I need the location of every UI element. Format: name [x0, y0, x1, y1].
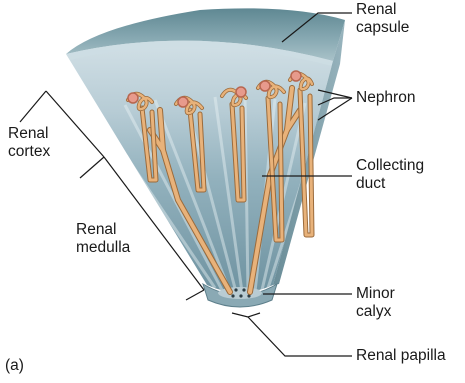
renal-cortex-bracket-inner: [80, 157, 104, 178]
renal-cortex-bracket-end: [20, 91, 46, 122]
renal-papilla-leader: [248, 317, 352, 356]
renal-capsule-label-line2: capsule: [356, 19, 409, 37]
collecting-duct-label: Collecting duct: [356, 157, 424, 193]
renal-capsule-label-line1: Renal: [356, 1, 409, 19]
collecting-duct-label-line1: Collecting: [356, 157, 424, 175]
renal-papilla-label: Renal papilla: [356, 347, 446, 365]
minor-calyx-label: Minor calyx: [356, 285, 395, 321]
nephron-label: Nephron: [356, 89, 415, 107]
renal-capsule-label: Renal capsule: [356, 1, 409, 37]
renal-cortex-label-line2: cortex: [8, 143, 50, 161]
renal-medulla-label-line2: medulla: [76, 239, 130, 257]
renal-papilla-bracket: [232, 313, 260, 317]
renal-medulla-bracket-end: [186, 290, 204, 300]
minor-calyx-label-line1: Minor: [356, 285, 395, 303]
renal-cortex-label-line1: Renal: [8, 125, 50, 143]
renal-medulla-label: Renal medulla: [76, 221, 130, 257]
collecting-duct-label-line2: duct: [356, 175, 424, 193]
renal-medulla-label-line1: Renal: [76, 221, 130, 239]
panel-letter: (a): [5, 357, 24, 375]
renal-cortex-label: Renal cortex: [8, 125, 50, 161]
minor-calyx-label-line2: calyx: [356, 303, 395, 321]
